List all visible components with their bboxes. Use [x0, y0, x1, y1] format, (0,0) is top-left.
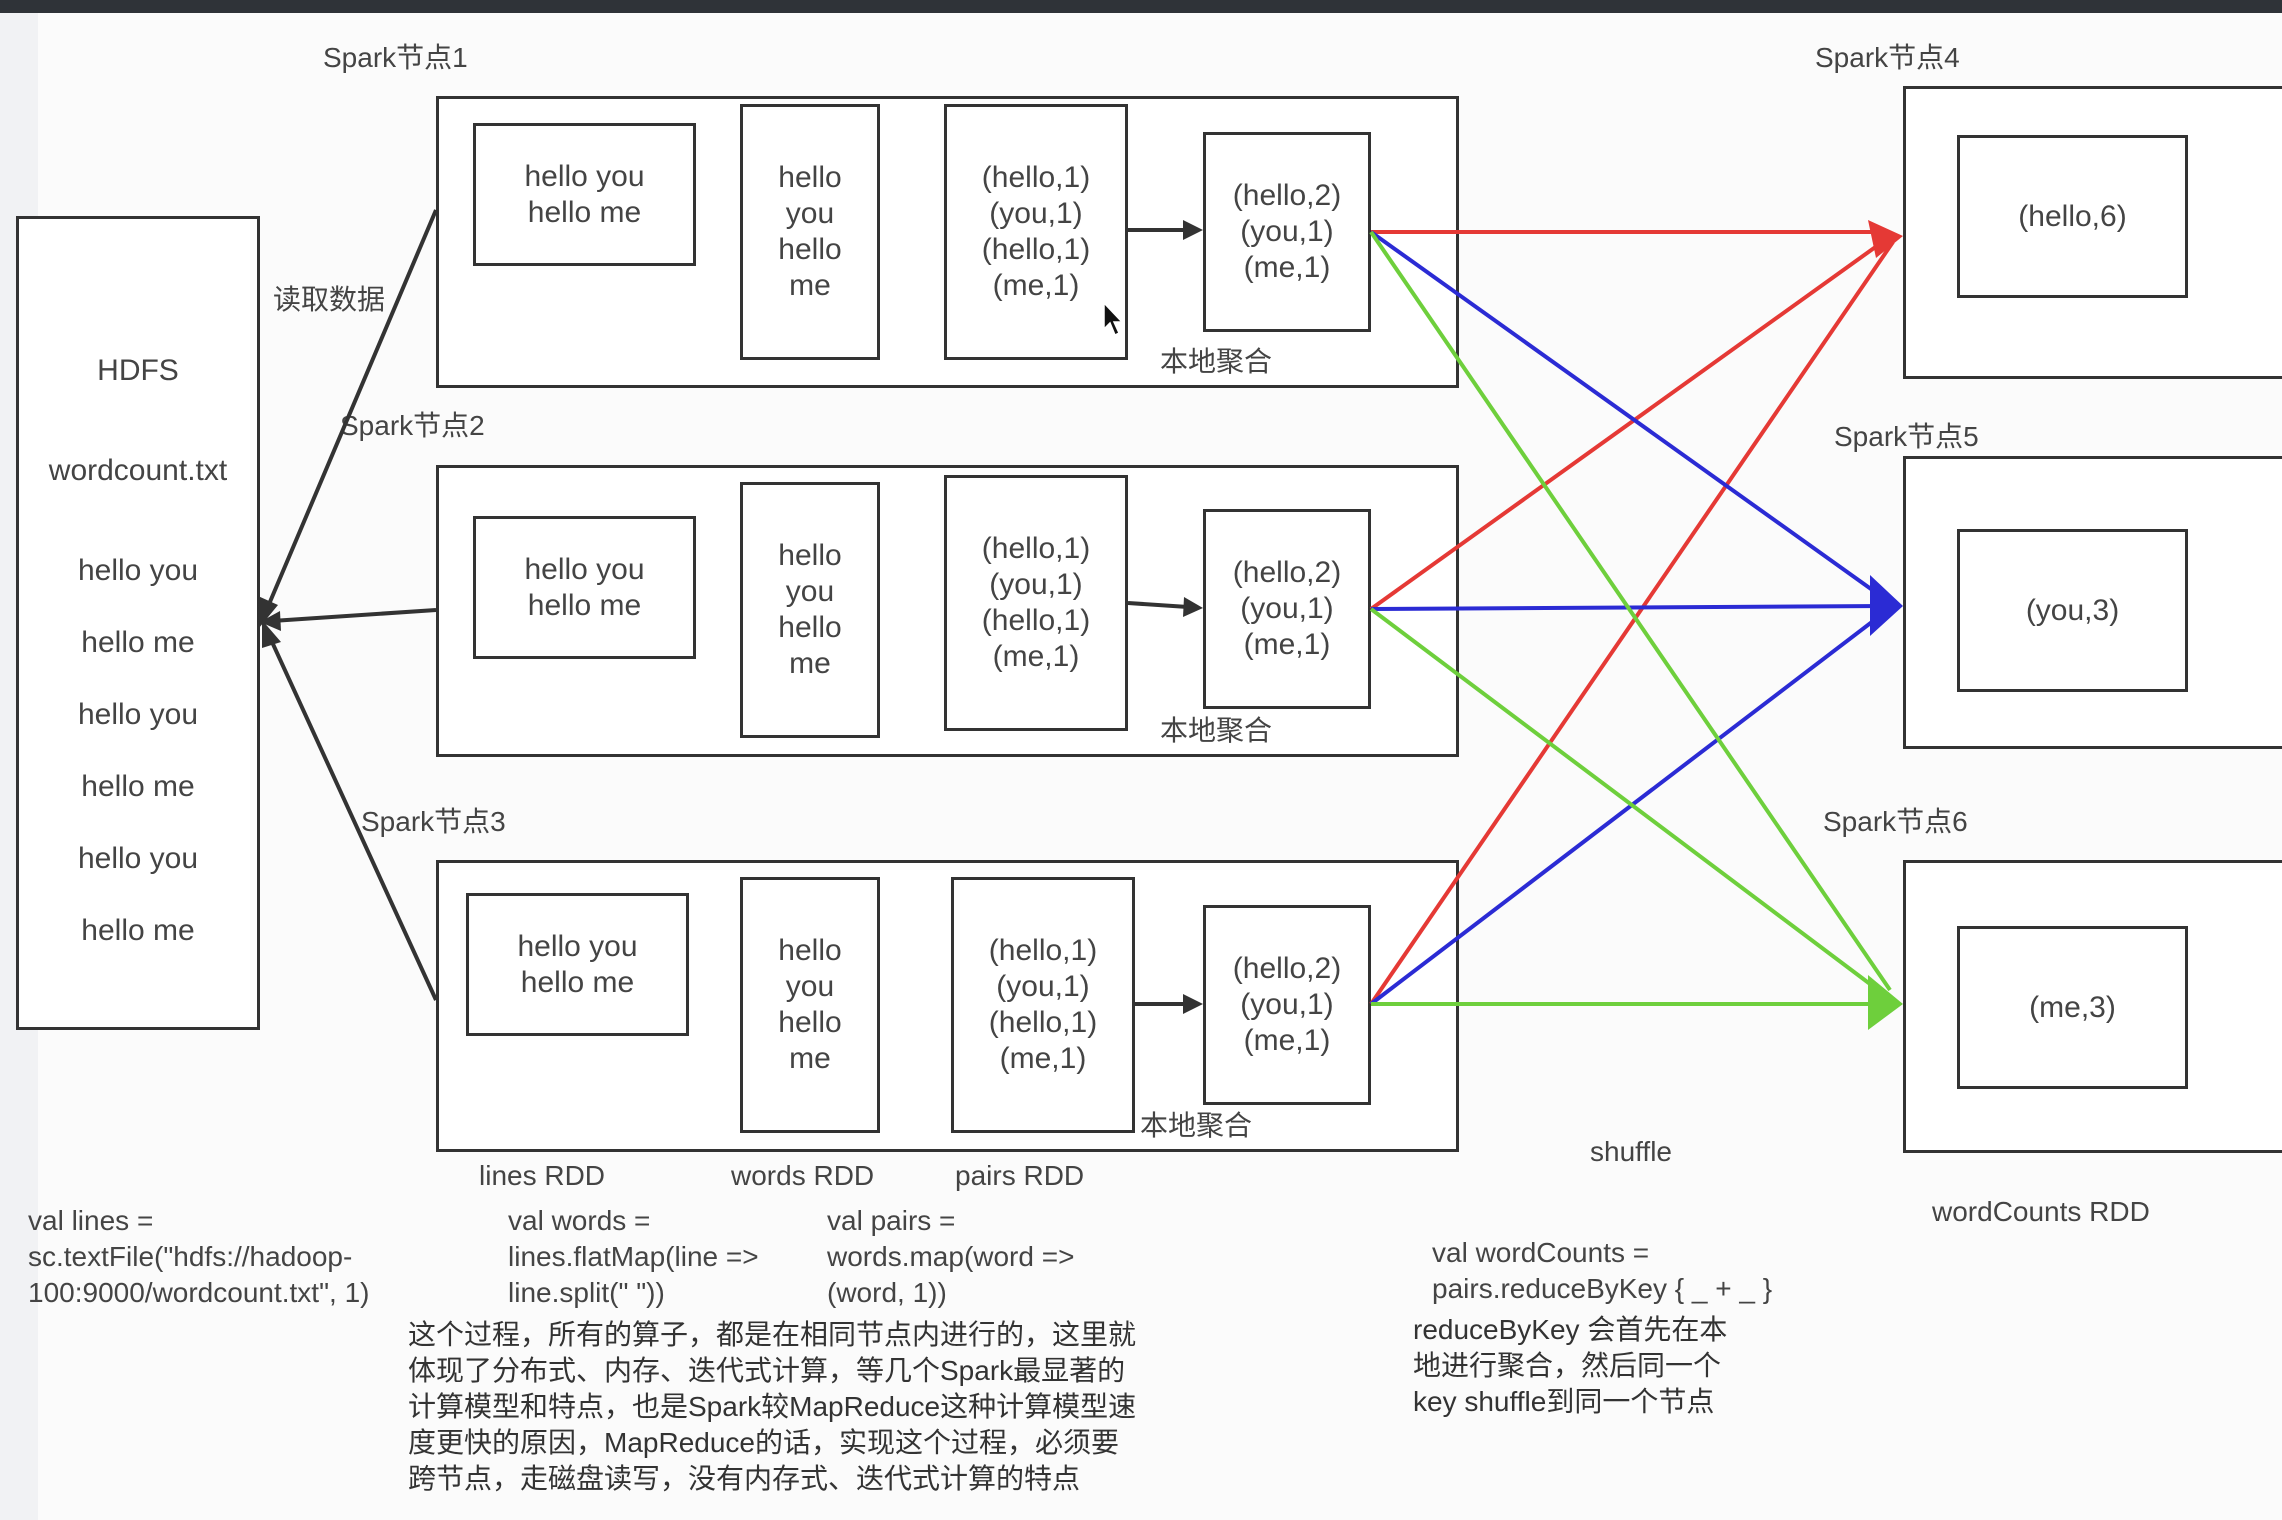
- pairs-to-agg-arrow-2: [1127, 601, 1189, 609]
- shuffle-hello-from-node-3: [1369, 240, 1895, 1006]
- wordcounts-rdd-label: wordCounts RDD: [1932, 1196, 2150, 1227]
- node-1-words-rdd: hello you hello me: [740, 104, 880, 360]
- shuffle-label: shuffle: [1590, 1136, 1672, 1167]
- read-data-label: 读取数据: [273, 284, 386, 315]
- lines-rdd-label: lines RDD: [479, 1160, 606, 1191]
- node-3-pairs-rdd: (hello,1) (you,1) (hello,1) (me,1): [951, 877, 1135, 1133]
- mouse-cursor-icon: [1103, 302, 1124, 337]
- node-2-pairs-rdd: (hello,1) (you,1) (hello,1) (me,1): [944, 475, 1128, 731]
- node-5-result: (you,3): [1957, 529, 2188, 692]
- node-1-agg-label: 本地聚合: [1160, 346, 1273, 377]
- note-reducebykey: reduceByKey 会首先在本 地进行聚合，然后同一个 key shuffl…: [1413, 1314, 1728, 1417]
- node-3-agg-label: 本地聚合: [1140, 1110, 1253, 1141]
- hdfs-title: HDFS: [97, 354, 179, 387]
- read-arrows: [258, 209, 438, 1001]
- arrow-head: [1183, 597, 1203, 617]
- node-3-agg: (hello,2) (you,1) (me,1): [1203, 905, 1371, 1105]
- code-lines: val lines = sc.textFile("hdfs://hadoop- …: [28, 1205, 370, 1308]
- node-2-agg-label: 本地聚合: [1160, 715, 1273, 746]
- shuffle-hello-arrows: [1369, 220, 1903, 1006]
- words-rdd-label: words RDD: [731, 1160, 875, 1191]
- local-arrows: [1127, 220, 1203, 1014]
- node-3-lines-rdd: hello you hello me: [466, 893, 689, 1036]
- node-1-pairs-rdd: (hello,1) (you,1) (hello,1) (me,1): [944, 104, 1128, 360]
- node-1-lines-rdd: hello you hello me: [473, 123, 696, 266]
- hdfs-line: hello me: [81, 770, 195, 803]
- hdfs-line: hello you: [77, 842, 199, 875]
- hdfs-line: hello me: [81, 914, 195, 947]
- hdfs-line: hello me: [81, 626, 195, 659]
- pairs-rdd-label: pairs RDD: [955, 1160, 1085, 1191]
- code-wordcounts: val wordCounts = pairs.reduceByKey { _ +…: [1432, 1237, 1773, 1304]
- read-arrow-node-1: [262, 209, 438, 617]
- node-3-title: Spark节点3: [361, 806, 506, 837]
- node-5-title: Spark节点5: [1834, 421, 1979, 452]
- shuffle-me-arrows: [1369, 230, 1903, 1030]
- code-pairs: val pairs = words.map(word => (word, 1)): [827, 1205, 1075, 1308]
- node-4-title: Spark节点4: [1815, 42, 1960, 73]
- hdfs-line: hello you: [77, 698, 199, 731]
- node-6-title: Spark节点6: [1823, 806, 1968, 837]
- shuffle-hello-arrow-head: [1868, 220, 1903, 258]
- node-2-title: Spark节点2: [340, 410, 485, 441]
- arrow-head: [1183, 220, 1203, 240]
- node-1-agg: (hello,2) (you,1) (me,1): [1203, 132, 1371, 332]
- read-arrow-head: [258, 596, 278, 628]
- shuffle-you-arrow-head: [1870, 575, 1903, 636]
- read-arrow-head: [260, 611, 281, 631]
- note-main: 这个过程，所有的算子，都是在相同节点内进行的，这里就 体现了分布式、内存、迭代式…: [408, 1319, 1137, 1494]
- code-words: val words = lines.flatMap(line => line.s…: [508, 1205, 759, 1308]
- shuffle-you-from-node-1: [1369, 230, 1887, 601]
- shuffle-you-from-node-3: [1369, 610, 1887, 1006]
- arrow-head: [1183, 994, 1203, 1014]
- node-6-result: (me,3): [1957, 926, 2188, 1089]
- shuffle-hello-from-node-2: [1369, 236, 1890, 611]
- shuffle-me-arrow-head: [1868, 975, 1903, 1030]
- node-2-lines-rdd: hello you hello me: [473, 516, 696, 659]
- node-2-agg: (hello,2) (you,1) (me,1): [1203, 509, 1371, 709]
- node-2-words-rdd: hello you hello me: [740, 482, 880, 738]
- shuffle-me-from-node-2: [1369, 607, 1888, 998]
- hdfs-box: HDFS wordcount.txt hello you hello me he…: [16, 216, 260, 1030]
- node-1-title: Spark节点1: [323, 42, 468, 73]
- read-arrow-head: [262, 620, 281, 648]
- node-4-result: (hello,6): [1957, 135, 2188, 298]
- shuffle-you-arrows: [1369, 230, 1903, 1006]
- read-arrow-node-2: [271, 608, 437, 623]
- shuffle-me-from-node-1: [1369, 230, 1892, 992]
- top-bar: [0, 0, 2282, 13]
- node-3-words-rdd: hello you hello me: [740, 877, 880, 1133]
- hdfs-line: hello you: [77, 554, 199, 587]
- hdfs-file: wordcount.txt: [48, 454, 228, 487]
- read-arrow-node-3: [265, 630, 438, 1001]
